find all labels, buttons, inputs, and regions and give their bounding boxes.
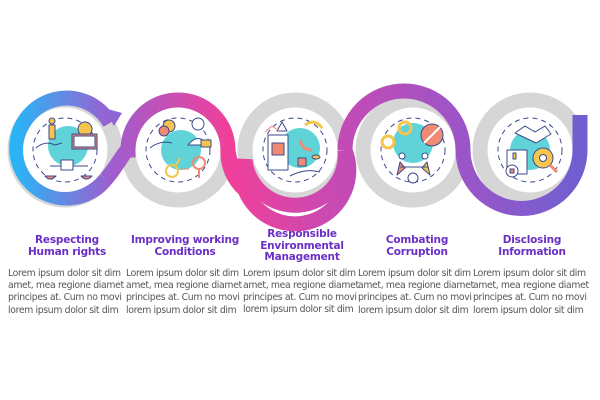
ribbon-segment-1 [9,90,117,206]
step-description: Lorem ipsum dolor sit dim amet, mea regi… [126,268,242,316]
step-title: Combating Corruption [385,234,449,258]
step-description: Lorem ipsum dolor sit dim amet, mea regi… [243,267,359,316]
step-3: Responsible Environmental Management Lor… [243,228,361,316]
ribbon-segment-4 [337,83,471,151]
step-description: Lorem ipsum dolor sit dim amet, mea regi… [8,268,124,316]
ribbon-segment-5 [455,115,588,216]
step-2: Improving working Conditions Lorem ipsum… [126,234,244,317]
disclosing-information-icon [505,125,559,178]
working-conditions-icon [149,117,212,178]
ribbon-segment-2 [100,92,236,184]
anti-corruption-icon [380,120,444,184]
ribbon-segment-3b [220,147,357,232]
step-5: Disclosing Information Lorem ipsum dolor… [473,234,591,317]
ribbon-start-notch [104,108,122,126]
step-description: Lorem ipsum dolor sit dim amet, mea regi… [358,268,474,316]
step-title: Respecting Human rights [27,234,107,258]
step-title: Responsible Environmental Management [260,228,344,263]
step-title: Disclosing Information [498,234,566,258]
step-title: Improving working Conditions [130,234,240,258]
step-4: Combating Corruption Lorem ipsum dolor s… [358,234,476,317]
human-rights-icon [35,117,98,180]
step-description: Lorem ipsum dolor sit dim amet, mea regi… [473,268,589,316]
environmental-management-icon [264,120,324,177]
step-1: Respecting Human rights Lorem ipsum dolo… [8,234,126,317]
